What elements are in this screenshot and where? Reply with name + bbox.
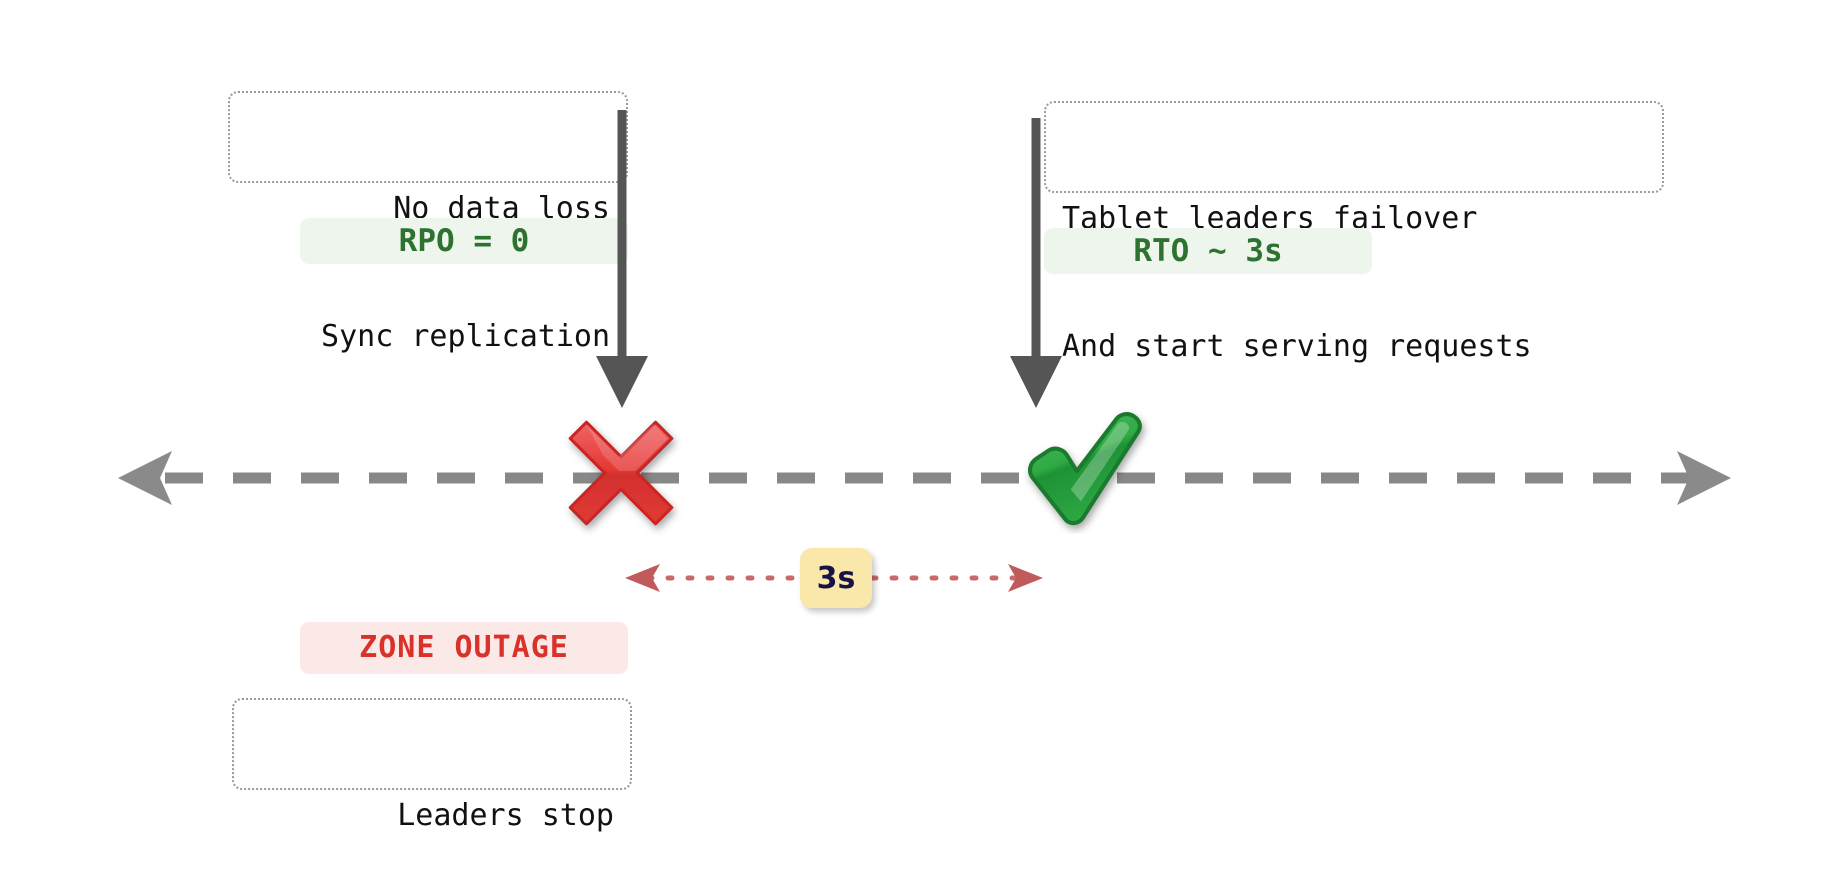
- callout-line-2: Sync replication: [321, 318, 610, 354]
- cross-mark-icon: [568, 420, 674, 526]
- badge-zone-outage: ZONE OUTAGE: [300, 622, 628, 674]
- duration-pill: 3s: [800, 548, 872, 608]
- callout-line-1: Leaders stop: [397, 798, 614, 834]
- callout-failover: Tablet leaders failover And start servin…: [1044, 101, 1664, 364]
- arrow-right-icon: [1677, 451, 1731, 505]
- badge-rto: RTO ~ 3s: [1044, 228, 1372, 274]
- check-mark-icon: [1028, 412, 1142, 526]
- badge-rpo: RPO = 0: [300, 218, 628, 264]
- measure-arrow-right-icon: [1008, 564, 1043, 592]
- measure-arrow-left-icon: [625, 564, 660, 592]
- callout-line-2: And start serving requests: [1062, 328, 1532, 364]
- arrow-left-icon: [118, 451, 172, 505]
- callout-no-data-loss: No data loss Sync replication: [228, 91, 628, 354]
- callout-leaders-stop: Leaders stop serving requests: [232, 698, 632, 833]
